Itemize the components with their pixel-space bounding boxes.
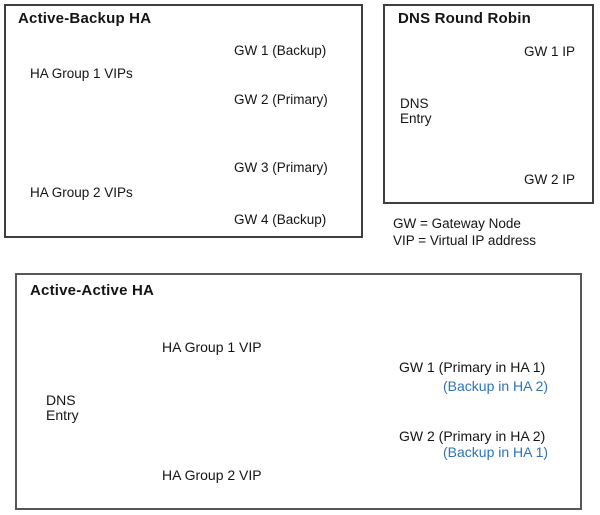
ha-group-1-vips-label: HA Group 1 VIPs [30, 66, 133, 81]
panel-active-active-ha: Active-Active HA HA Group 1 VIP DNS Entr… [15, 273, 582, 510]
gw2-primary-label: GW 2 (Primary) [234, 92, 328, 107]
legend-vip-definition: VIP = Virtual IP address [393, 232, 536, 248]
dns-entry-line1: DNS [46, 392, 76, 408]
gw1-backup-label: GW 1 (Backup) [234, 43, 327, 58]
gw1-ip-label: GW 1 IP [524, 44, 576, 59]
dns-entry-label: DNS Entry [400, 96, 432, 126]
gw3-primary-label: GW 3 (Primary) [234, 160, 328, 175]
gw1-backup-role-label: (Backup in HA 2) [443, 378, 549, 394]
gw2-ip-label: GW 2 IP [524, 172, 576, 187]
dns-entry-line2: Entry [46, 407, 79, 423]
gw2-primary-role-label: GW 2 (Primary in HA 2) [399, 428, 546, 444]
dns-entry-line2: Entry [400, 111, 432, 126]
panel-title-dns-round-robin: DNS Round Robin [398, 10, 531, 27]
panel-title-active-active: Active-Active HA [30, 282, 155, 299]
gw4-backup-label: GW 4 (Backup) [234, 212, 327, 227]
panel-title-active-backup: Active-Backup HA [18, 10, 152, 27]
dns-entry-line1: DNS [400, 96, 429, 111]
dns-entry-label-active-active: DNS Entry [46, 393, 79, 423]
gw2-backup-role-label: (Backup in HA 1) [443, 444, 549, 460]
abbreviation-legend: GW = Gateway Node VIP = Virtual IP addre… [393, 216, 536, 249]
ha-group-2-vip-label: HA Group 2 VIP [162, 467, 262, 483]
gw1-primary-role-label: GW 1 (Primary in HA 1) [399, 359, 546, 375]
panel-active-backup-ha: Active-Backup HA HA Group 1 VIPs GW 1 (B… [4, 4, 363, 238]
ha-group-2-vips-label: HA Group 2 VIPs [30, 185, 133, 200]
legend-gw-definition: GW = Gateway Node [393, 216, 521, 231]
panel-dns-round-robin: DNS Round Robin GW 1 IP DNS Entry GW 2 I… [383, 4, 594, 204]
ha-group-1-vip-label: HA Group 1 VIP [162, 339, 262, 355]
